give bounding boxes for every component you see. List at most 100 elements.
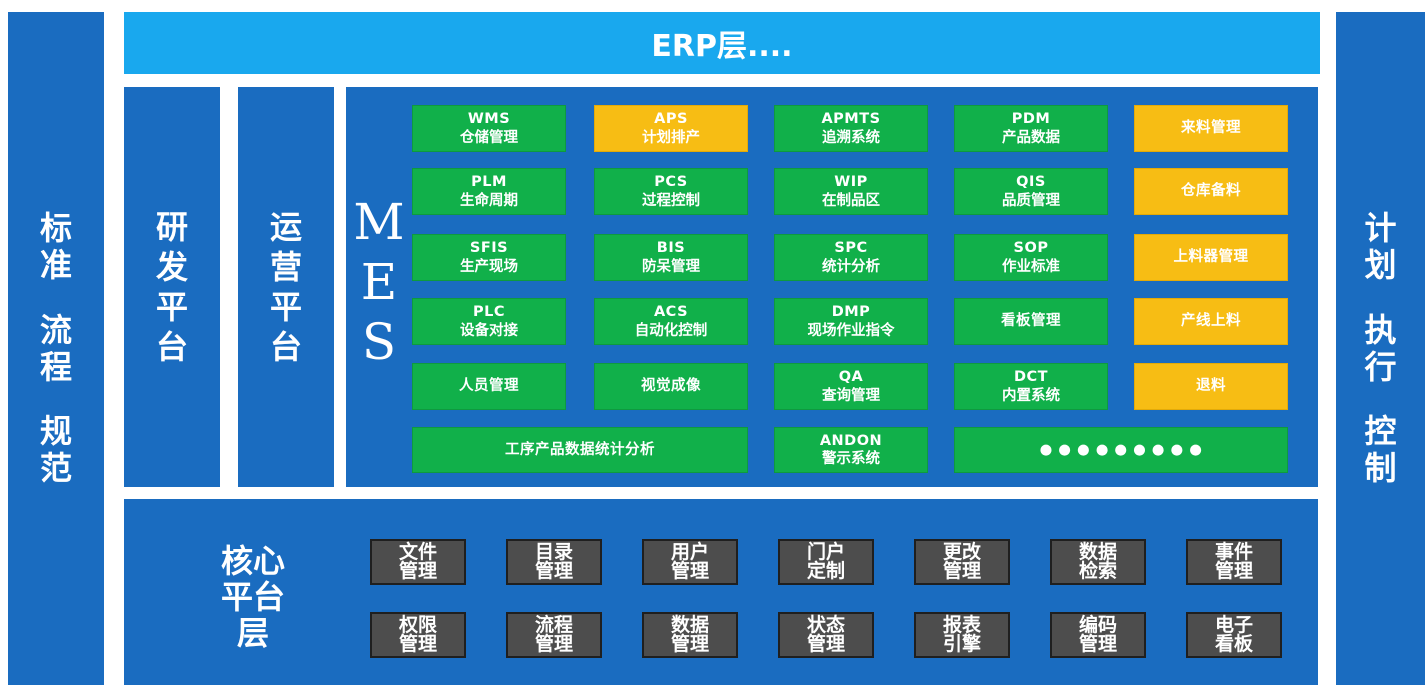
- module-line2: 品质管理: [1002, 192, 1060, 209]
- left-side-char: 范: [39, 449, 72, 488]
- module-line1: PDM: [1011, 111, 1051, 128]
- module-line2: 设备对接: [460, 322, 518, 339]
- rd-platform-char: 发: [155, 248, 188, 286]
- right-side-char: 计: [1364, 209, 1397, 248]
- module-line1: 退料: [1196, 378, 1226, 395]
- core-item-line: 管理: [398, 560, 437, 582]
- core-item-line: 定制: [806, 560, 845, 582]
- core-item: 权限管理: [370, 612, 466, 658]
- core-item-line: 管理: [534, 560, 573, 582]
- left-side-char: 准: [39, 245, 72, 284]
- core-item-line: 看板: [1214, 633, 1253, 655]
- module-line1: APMTS: [821, 111, 881, 128]
- module-line2: 内置系统: [1002, 387, 1060, 404]
- module-line2: 在制品区: [822, 192, 880, 209]
- module-line2: 防呆管理: [642, 258, 700, 275]
- core-item-line: 引擎: [942, 633, 981, 655]
- ops-platform-char: 台: [269, 328, 302, 366]
- module-line2: 统计分析: [822, 258, 880, 275]
- core-platform-layer: 核心 平台 层 文件管理目录管理用户管理门户定制更改管理数据检索事件管理权限管理…: [124, 499, 1318, 685]
- module-feeder: 上料器管理: [1134, 234, 1288, 281]
- module-kanban: 看板管理: [954, 298, 1108, 345]
- core-item: 流程管理: [506, 612, 602, 658]
- core-item-line: 目录: [534, 541, 573, 563]
- core-item-line: 用户: [670, 541, 709, 563]
- core-item-line: 管理: [1078, 633, 1117, 655]
- core-item: 编码管理: [1050, 612, 1146, 658]
- core-title-line: 平台: [220, 578, 285, 617]
- core-platform-title: 核心 平台 层: [198, 539, 308, 657]
- right-side-bar: 计 划 执 行 控 制: [1336, 12, 1425, 685]
- core-item: 报表引擎: [914, 612, 1010, 658]
- module-warehouse-prep: 仓库备料: [1134, 168, 1288, 215]
- core-title-line: 核心: [220, 542, 285, 581]
- core-item-line: 状态: [806, 614, 845, 636]
- module-line1: 工序产品数据统计分析: [505, 441, 655, 458]
- module-line2: 警示系统: [822, 451, 880, 467]
- ops-platform: 运 营 平 台: [238, 87, 334, 487]
- core-item-line: 编码: [1078, 614, 1117, 636]
- module-vision: 视觉成像: [594, 363, 748, 410]
- module-line-feeding: 产线上料: [1134, 298, 1288, 345]
- core-title-line: 层: [236, 613, 269, 652]
- module-line2: 生产现场: [460, 258, 518, 275]
- core-item-line: 管理: [534, 633, 573, 655]
- core-item-line: 事件: [1214, 541, 1253, 563]
- module-line1: PLM: [471, 174, 507, 191]
- core-item: 数据管理: [642, 612, 738, 658]
- core-item-line: 门户: [806, 541, 845, 563]
- module-line2: 过程控制: [642, 192, 700, 209]
- right-side-char: 控: [1364, 412, 1397, 451]
- module-line2: 产品数据: [1002, 129, 1060, 146]
- core-item-line: 数据: [670, 614, 709, 636]
- core-item: 门户定制: [778, 539, 874, 585]
- core-item: 用户管理: [642, 539, 738, 585]
- core-item: 状态管理: [778, 612, 874, 658]
- left-side-char: 规: [39, 412, 72, 451]
- module-line1: QIS: [1016, 174, 1046, 191]
- module-line1: DCT: [1013, 369, 1049, 386]
- core-item-line: 权限: [398, 614, 437, 636]
- module-line2: 现场作业指令: [807, 322, 895, 339]
- module-line1: PCS: [654, 174, 688, 191]
- module-line1: 上料器管理: [1173, 249, 1249, 266]
- module-line1: BIS: [656, 240, 686, 257]
- right-side-char: 执: [1364, 310, 1397, 349]
- core-item-line: 管理: [1214, 560, 1253, 582]
- core-item-line: 电子: [1214, 614, 1253, 636]
- module-line1: 视觉成像: [641, 378, 701, 395]
- core-item: 目录管理: [506, 539, 602, 585]
- erp-layer: ERP层....: [124, 12, 1320, 74]
- right-side-char: 制: [1364, 449, 1397, 488]
- module-line1: WIP: [834, 174, 868, 191]
- module-line1: SPC: [834, 240, 868, 257]
- core-item-line: 管理: [670, 560, 709, 582]
- module-line1: DMP: [831, 304, 871, 321]
- module-line1: 产线上料: [1181, 313, 1241, 330]
- module-line1: PLC: [472, 304, 505, 321]
- left-side-char: 程: [39, 347, 72, 386]
- module-personnel: 人员管理: [412, 363, 566, 410]
- right-side-char: 行: [1364, 347, 1397, 386]
- module-material-return: 退料: [1134, 363, 1288, 410]
- core-item: 更改管理: [914, 539, 1010, 585]
- module-line1: 仓库备料: [1181, 183, 1241, 200]
- rd-platform: 研 发 平 台: [124, 87, 220, 487]
- rd-platform-char: 台: [155, 328, 188, 366]
- module-line1: ● ● ● ● ● ● ● ● ●: [1039, 441, 1203, 458]
- module-line2: 仓储管理: [460, 129, 518, 146]
- module-line1: WMS: [467, 111, 511, 128]
- core-item: 电子看板: [1186, 612, 1282, 658]
- core-item-line: 更改: [942, 541, 981, 563]
